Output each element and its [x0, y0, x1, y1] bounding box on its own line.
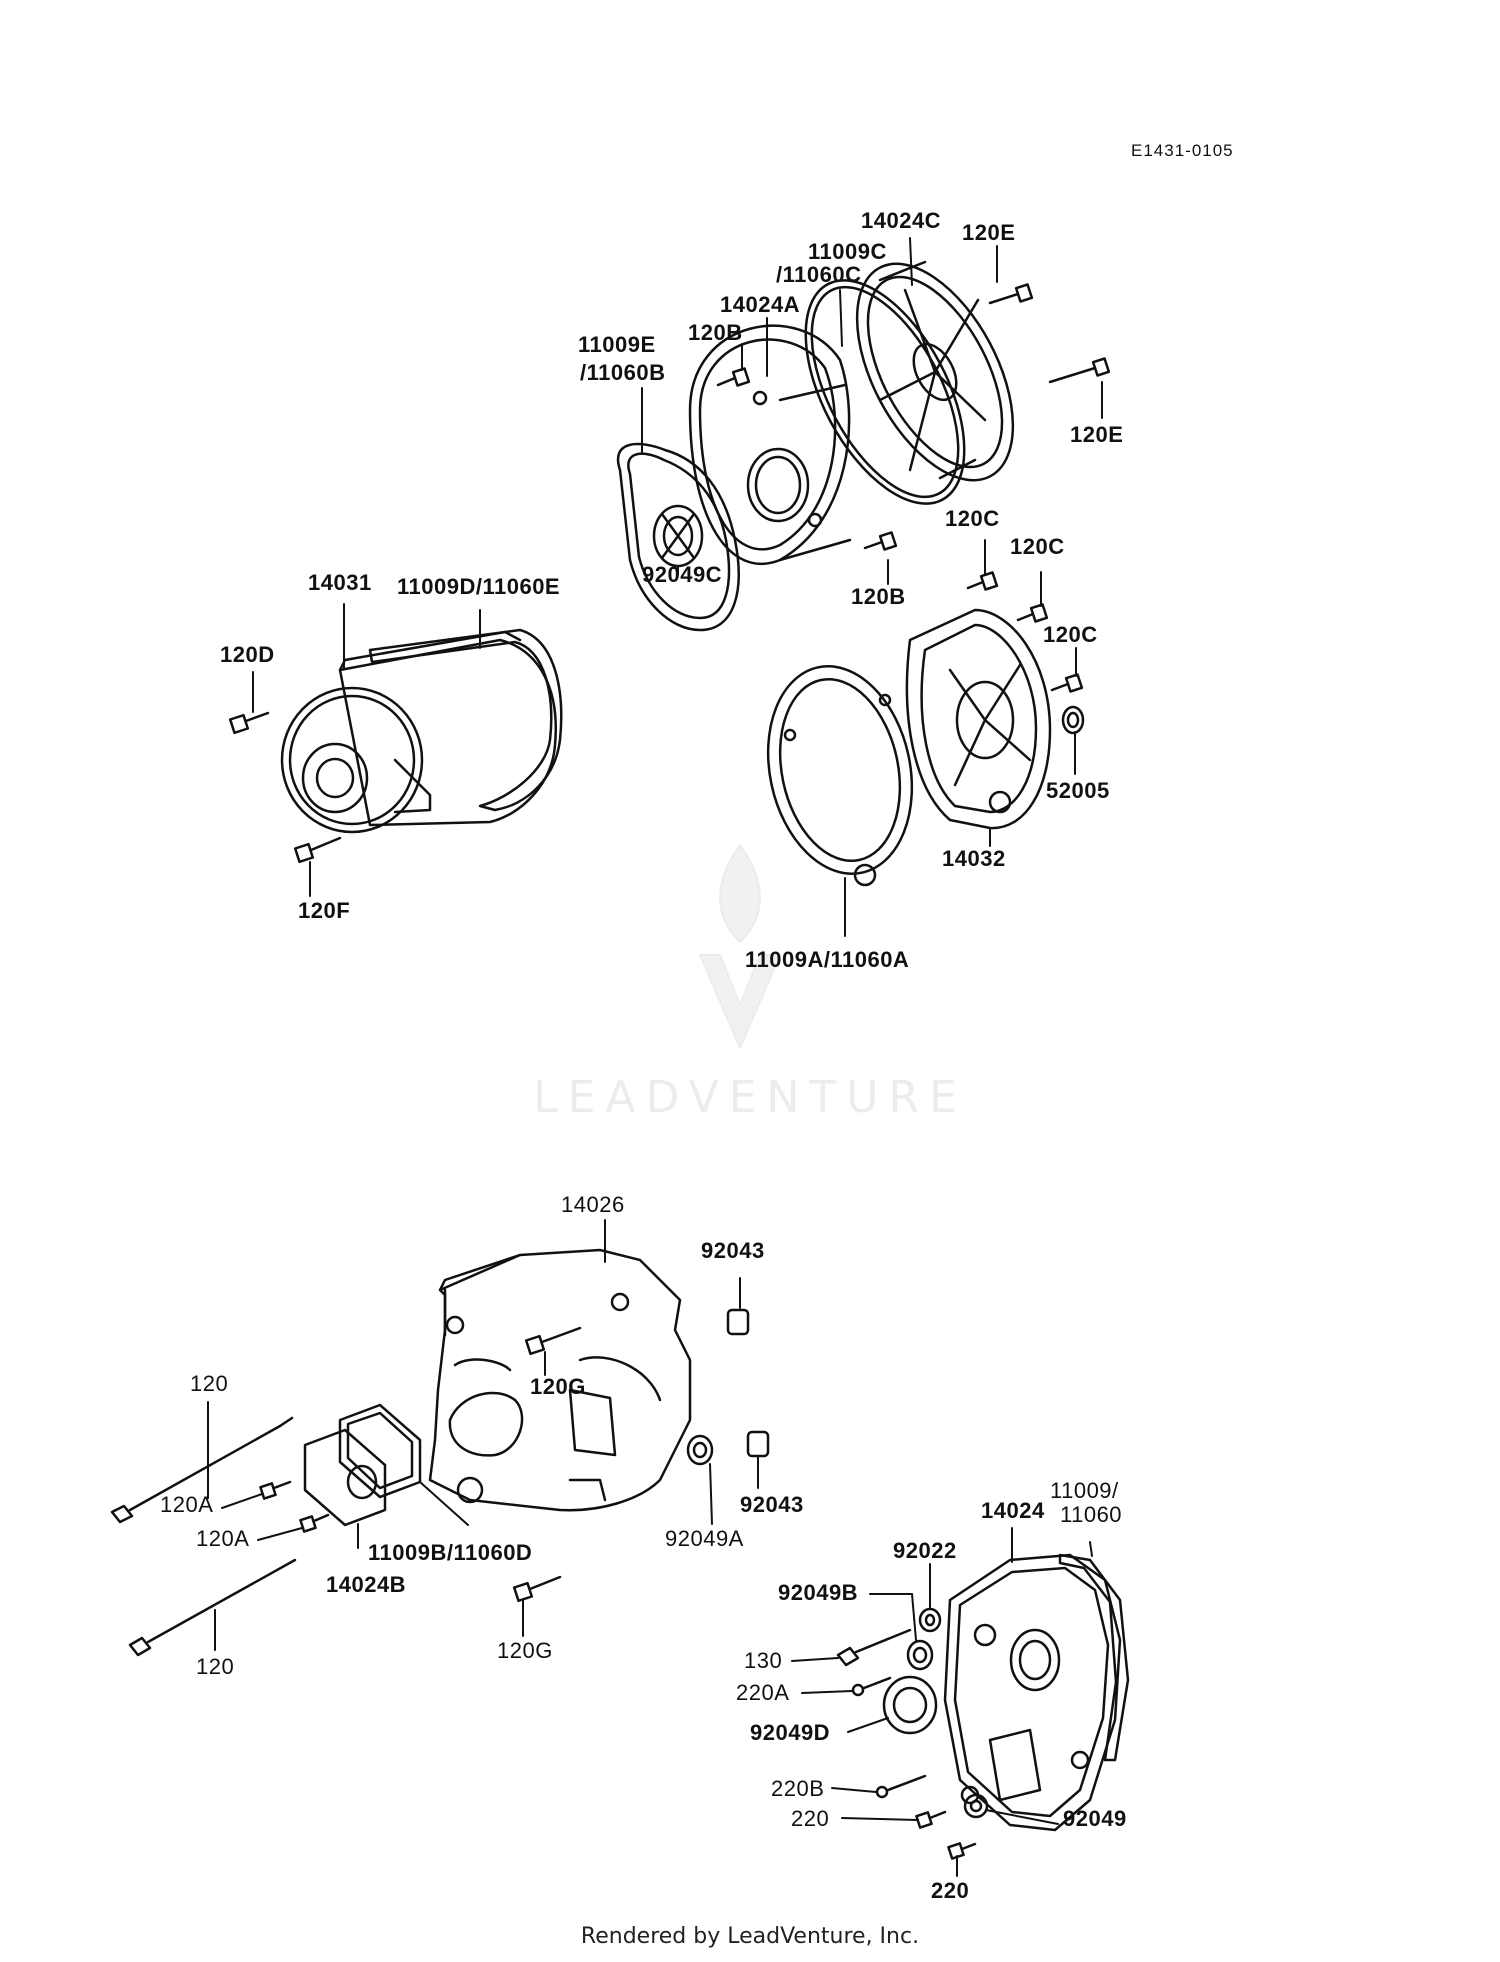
bolt-120B-top: [716, 367, 751, 387]
label-120C-3: 120C: [1043, 622, 1098, 647]
label-120-top: 120: [190, 1371, 229, 1396]
dowel-92043-low: [746, 1430, 770, 1458]
label-130: 130: [744, 1648, 783, 1673]
label-120G-low: 120G: [497, 1638, 553, 1663]
label-120A-1: 120A: [160, 1492, 214, 1517]
label-11060B: /11060B: [580, 360, 666, 385]
label-120D: 120D: [220, 642, 275, 667]
label-11060: 11060: [1060, 1502, 1123, 1527]
cover-14032: [905, 608, 1052, 830]
label-14024A: 14024A: [720, 292, 801, 317]
bolt-120A-1: [259, 1480, 292, 1500]
gasket-11009E: [616, 442, 740, 632]
washer-92022: [918, 1607, 942, 1633]
label-92049: 92049: [1063, 1806, 1127, 1831]
cover-14031: [280, 630, 557, 834]
bolt-120G-top: [524, 1326, 582, 1356]
label-120A-2: 120A: [196, 1526, 250, 1551]
label-52005: 52005: [1046, 778, 1110, 803]
label-92049D: 92049D: [750, 1720, 831, 1745]
label-11009C: 11009C: [808, 239, 887, 264]
leadventure-logo-watermark: [699, 844, 781, 1049]
label-120B-top: 120B: [688, 320, 743, 345]
label-14024B: 14024B: [326, 1572, 407, 1597]
bolt-120F: [293, 836, 342, 864]
seal-92049B: [906, 1639, 934, 1671]
label-220B: 220B: [771, 1776, 825, 1801]
bolt-120C-3: [1050, 673, 1084, 693]
dowel-92043-top: [726, 1308, 750, 1336]
bolt-120E-right: [1048, 357, 1111, 384]
seal-92049C: [652, 504, 704, 568]
label-14024: 14024: [981, 1498, 1045, 1523]
cover-14024A: [688, 324, 852, 566]
label-92043-top: 92043: [701, 1238, 765, 1263]
label-92022: 92022: [893, 1538, 957, 1563]
bolt-120C-1: [966, 571, 999, 591]
footer-credit: Rendered by LeadVenture, Inc.: [580, 1924, 920, 1949]
label-120G-top: 120G: [530, 1374, 586, 1399]
watermark-text: LEADVENTURE: [533, 1072, 967, 1123]
nut-92049: [963, 1793, 989, 1819]
gasket-11009D: [368, 628, 563, 812]
leader-lines: [207, 237, 1103, 1877]
label-92049A: 92049A: [665, 1526, 744, 1551]
diagram-code: E1431-0105: [1131, 141, 1234, 160]
label-120B-low: 120B: [851, 584, 906, 609]
label-92049C: 92049C: [642, 562, 723, 587]
label-120E-right: 120E: [1070, 422, 1124, 447]
plate-14024B: [303, 1428, 387, 1527]
gasket-11009C: [804, 279, 966, 505]
label-220-1: 220: [791, 1806, 830, 1831]
bolt-220-1: [915, 1810, 947, 1829]
label-14032: 14032: [942, 846, 1006, 871]
label-14031: 14031: [308, 570, 372, 595]
seal-92049D: [882, 1675, 938, 1735]
bolt-120C-2: [1016, 603, 1049, 623]
label-11009: 11009/: [1050, 1478, 1119, 1503]
label-220A: 220A: [736, 1680, 790, 1705]
label-220-2: 220: [931, 1878, 970, 1903]
cover-14024: [943, 1553, 1122, 1832]
bolt-120A-2: [299, 1513, 330, 1533]
label-92049B: 92049B: [778, 1580, 859, 1605]
label-11060C: /11060C: [776, 262, 862, 287]
label-11009E: 11009E: [578, 332, 656, 357]
bolt-220-2: [947, 1842, 977, 1860]
bolt-220A: [851, 1676, 892, 1697]
label-11009A-11060A: 11009A/11060A: [745, 947, 910, 972]
label-120C-2: 120C: [1010, 534, 1065, 559]
bolt-120-low: [128, 1558, 297, 1657]
bolt-120-top: [110, 1416, 294, 1524]
cover-14024C: [855, 260, 1015, 482]
label-120F: 120F: [298, 898, 351, 923]
label-120-low: 120: [196, 1654, 235, 1679]
bolt-120D: [228, 711, 270, 735]
housing-14026: [428, 1248, 692, 1512]
gasket-11009: [1058, 1553, 1130, 1762]
gasket-11009A: [766, 665, 914, 887]
bolt-220B: [875, 1774, 927, 1799]
gasket-11009B: [338, 1403, 422, 1499]
label-14026: 14026: [561, 1192, 625, 1217]
label-11009D-11060E: 11009D/11060E: [397, 574, 561, 599]
label-11009B-11060D: 11009B/11060D: [368, 1540, 533, 1565]
bolt-120B-low: [863, 531, 898, 551]
seal-92049A: [686, 1434, 714, 1466]
bolt-120E-top: [988, 283, 1034, 305]
label-120E-top: 120E: [962, 220, 1016, 245]
bolt-130: [836, 1628, 912, 1667]
label-120C-1: 120C: [945, 506, 1000, 531]
label-92043-low: 92043: [740, 1492, 804, 1517]
cap-52005: [1061, 705, 1085, 735]
bolt-120G-low: [512, 1575, 562, 1603]
label-14024C: 14024C: [861, 208, 942, 233]
